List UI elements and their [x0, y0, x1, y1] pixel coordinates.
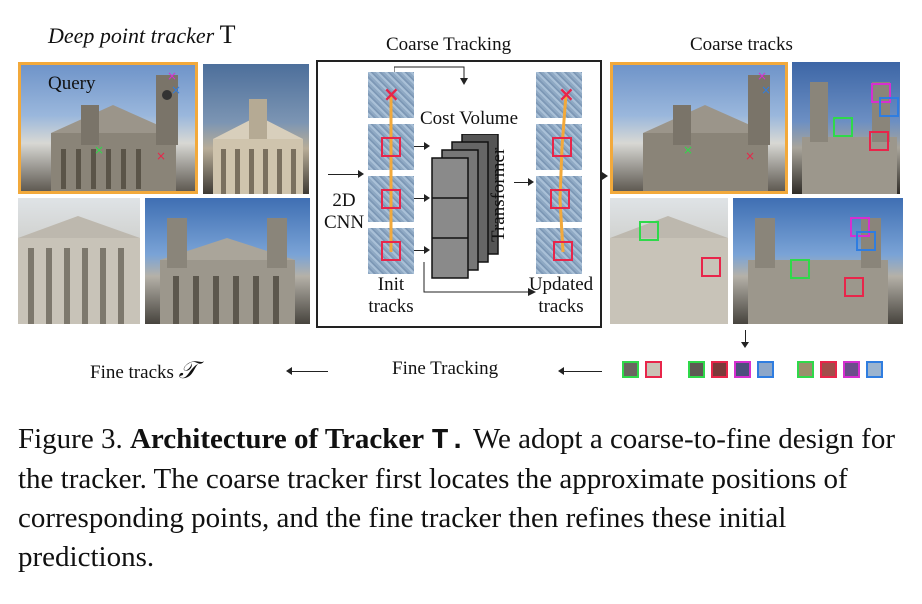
svg-text:×: × — [156, 149, 166, 163]
fine-tracking-label: Fine Tracking — [392, 358, 499, 379]
caption-prefix: Figure 3. — [18, 423, 123, 455]
updated-track-overlay: × — [550, 82, 575, 261]
coarse-query-image: × × × × — [610, 62, 788, 194]
cathedral-illustration — [802, 82, 899, 194]
coarse-track-image-2 — [792, 62, 900, 194]
query-image: × × × × Query — [18, 62, 198, 194]
input-image-4 — [145, 198, 310, 324]
svg-text:×: × — [683, 143, 693, 157]
updated-patch-4 — [536, 228, 582, 274]
fine-patch-red-3 — [820, 361, 837, 378]
fine-patch-magenta-2 — [734, 361, 751, 378]
tracker-symbol: T — [219, 20, 236, 49]
svg-text:×: × — [94, 143, 104, 157]
fine-patch-red-1 — [645, 361, 662, 378]
fine-patch-green-2 — [688, 361, 705, 378]
transformer-to-updated-arrow — [514, 178, 534, 186]
svg-text:×: × — [757, 69, 767, 83]
patch-to-cost-arrow-2 — [414, 194, 430, 202]
svg-text:×: × — [383, 82, 400, 106]
coarse-tracking-label: Coarse Tracking — [386, 34, 512, 55]
cathedral-illustration: × × × × — [643, 69, 771, 191]
figure-caption: Figure 3. Architecture of Tracker T. We … — [18, 420, 908, 577]
query-label: Query — [48, 73, 96, 94]
deep-point-tracker-title: Deep point tracker T — [48, 20, 236, 49]
coarse-tracks-label: Coarse tracks — [690, 34, 793, 55]
caption-body: We adopt a coarse-to-fine design for the… — [18, 423, 895, 573]
patch-to-cost-arrow-1 — [414, 142, 430, 150]
fine-patch-blue-2 — [757, 361, 774, 378]
fine-tracks-label: Fine tracks 𝒯 — [90, 358, 198, 384]
updated-patch-2 — [536, 124, 582, 170]
fine-patch-blue-3 — [866, 361, 883, 378]
cathedral-illustration: × × × × — [51, 69, 181, 191]
caption-bold-symbol: T. — [431, 424, 467, 457]
patches-to-fine-arrow — [558, 367, 602, 375]
fine-tracks-symbol: 𝒯 — [178, 358, 198, 384]
cost-volume-stack — [431, 134, 499, 279]
loop-arrows — [394, 66, 536, 296]
svg-text:×: × — [167, 69, 177, 83]
fine-patch-green-3 — [797, 361, 814, 378]
updated-patch-1 — [536, 72, 582, 118]
fine-patch-green-1 — [622, 361, 639, 378]
cost-volume-label: Cost Volume — [420, 108, 519, 129]
cnn-input-arrow — [328, 170, 364, 178]
fine-patch-red-2 — [711, 361, 728, 378]
patch-to-cost-arrow-3 — [414, 246, 430, 254]
caption-bold-title: Architecture of Tracker — [129, 423, 425, 455]
svg-text:×: × — [761, 83, 771, 97]
input-image-2 — [203, 64, 309, 194]
coarse-track-image-3 — [610, 198, 728, 324]
cathedral-illustration — [748, 217, 888, 324]
coarse-output-arrow — [602, 172, 608, 180]
coarse-track-image-4 — [733, 198, 903, 324]
down-arrow — [745, 330, 746, 344]
svg-text:×: × — [558, 82, 575, 106]
cathedral-illustration — [160, 218, 295, 324]
cathedral-illustration — [213, 99, 303, 194]
input-image-3 — [18, 198, 140, 324]
fine-to-output-arrow — [286, 367, 328, 375]
cathedral-illustration — [610, 216, 728, 324]
svg-text:×: × — [171, 83, 181, 97]
cathedral-illustration — [18, 216, 140, 324]
fine-patch-magenta-3 — [843, 361, 860, 378]
svg-text:×: × — [745, 149, 755, 163]
down-arrow-head — [741, 342, 749, 348]
init-track-overlay: × — [381, 82, 401, 261]
